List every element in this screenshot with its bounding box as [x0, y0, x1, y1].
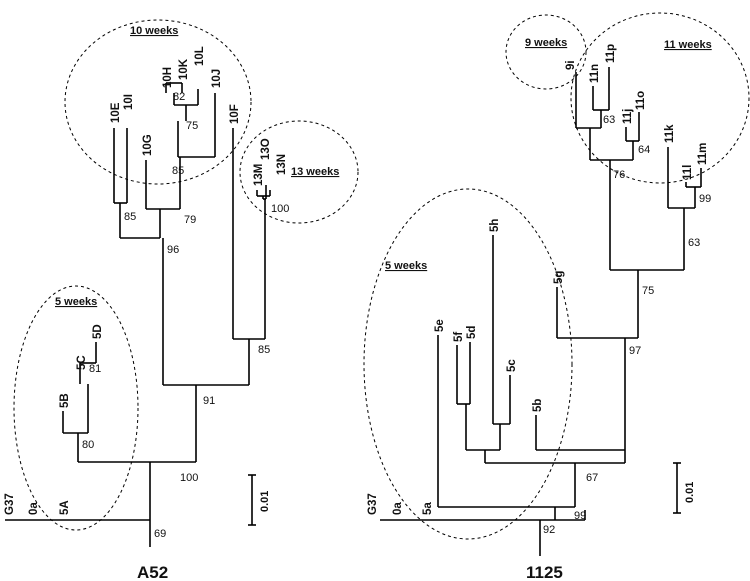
leaf-label: 13N: [276, 154, 288, 175]
bootstrap-value: 81: [89, 363, 101, 375]
bootstrap-value: 99: [574, 510, 586, 522]
bootstrap-value: 97: [629, 345, 641, 357]
scale-bar: 0.01: [248, 474, 271, 526]
leaf-label: 10E: [110, 102, 122, 123]
leaf-label: 5e: [434, 319, 446, 332]
leaf-label: 10F: [229, 104, 241, 124]
leaf-label: 10I: [123, 94, 135, 110]
bootstrap-value: 75: [642, 285, 654, 297]
bootstrap-value: 85: [258, 344, 270, 356]
leaf-label: 11l: [682, 165, 694, 180]
bootstrap-value: 69: [154, 528, 166, 540]
leaf-label: 5f: [453, 332, 465, 342]
leaf-label: 0a: [28, 502, 40, 515]
leaf-label: 11j: [622, 109, 634, 124]
bootstrap-value: 82: [173, 91, 185, 103]
bootstrap-value: 85: [124, 211, 136, 223]
group-label: 9 weeks: [525, 37, 567, 49]
leaf-label: 5C: [76, 355, 88, 370]
tree-1125: 9i 11n 11p 11j 11o 11k 11l 11m 5h 5g 5e …: [363, 12, 750, 581]
group-label: 5 weeks: [385, 260, 427, 272]
bootstrap-value: 75: [186, 120, 198, 132]
scale-bar-label: 0.01: [684, 482, 696, 503]
leaf-label: 5g: [553, 271, 565, 284]
leaf-label: 9i: [565, 60, 577, 70]
leaf-label: 10H: [162, 67, 174, 88]
leaf-label: 5d: [466, 326, 478, 339]
bootstrap-value: 76: [613, 169, 625, 181]
leaf-label: 13O: [260, 138, 272, 160]
leaf-label: 5D: [92, 324, 104, 339]
group-ellipse-5-weeks: [13, 285, 139, 531]
scale-bar: 0.01: [673, 462, 696, 514]
bootstrap-value: 80: [82, 439, 94, 451]
leaf-label: 5A: [59, 500, 71, 515]
leaf-label: 5b: [532, 399, 544, 412]
leaf-label: 11k: [664, 124, 676, 143]
bootstrap-value: 99: [699, 193, 711, 205]
bootstrap-value: 67: [586, 472, 598, 484]
group-label: 10 weeks: [130, 25, 178, 37]
leaf-label: 5c: [506, 359, 518, 372]
leaf-label: 11m: [697, 143, 709, 165]
tree-a52: 10E 10I 10H 10K 10L 10J 10G 10F 13M 13O …: [4, 19, 359, 581]
bootstrap-value: 79: [184, 214, 196, 226]
leaf-label: 10K: [178, 58, 190, 80]
tree-1125-branches: [380, 67, 702, 556]
group-ellipse-11-weeks: [570, 12, 750, 184]
bootstrap-value: 64: [638, 144, 650, 156]
group-ellipse-9-weeks: [505, 14, 587, 90]
tree-title: A52: [137, 563, 168, 581]
leaf-label: 5h: [489, 219, 501, 232]
bootstrap-value: 96: [167, 244, 179, 256]
leaf-label: 13M: [253, 164, 265, 186]
leaf-label: G37: [4, 493, 16, 515]
scale-bar-label: 0.01: [259, 491, 271, 512]
leaf-label: 10J: [211, 69, 223, 88]
leaf-label: G37: [367, 493, 379, 515]
bootstrap-value: 91: [203, 395, 215, 407]
bootstrap-value: 100: [180, 472, 198, 484]
leaf-label: 11o: [635, 91, 647, 110]
leaf-label: 11n: [589, 64, 601, 83]
leaf-label: 10L: [194, 46, 206, 66]
bootstrap-value: 92: [543, 524, 555, 536]
group-label: 13 weeks: [291, 166, 339, 178]
group-ellipse-5-weeks: [363, 188, 573, 540]
group-ellipse-10-weeks: [64, 19, 252, 185]
leaf-label: 11p: [605, 44, 617, 63]
leaf-label: 0a: [392, 502, 404, 515]
tree-a52-branches: [5, 82, 271, 547]
leaf-label: 5B: [59, 393, 71, 408]
tree-title: 1125: [526, 563, 563, 581]
group-label: 11 weeks: [664, 39, 712, 51]
leaf-label: 10G: [142, 134, 154, 156]
group-label: 5 weeks: [55, 296, 97, 308]
leaf-label: 5a: [422, 502, 434, 515]
bootstrap-value: 100: [271, 203, 289, 215]
bootstrap-value: 63: [688, 237, 700, 249]
bootstrap-value: 85: [172, 165, 184, 177]
bootstrap-value: 63: [603, 114, 615, 126]
group-ellipse-13-weeks: [239, 120, 359, 224]
